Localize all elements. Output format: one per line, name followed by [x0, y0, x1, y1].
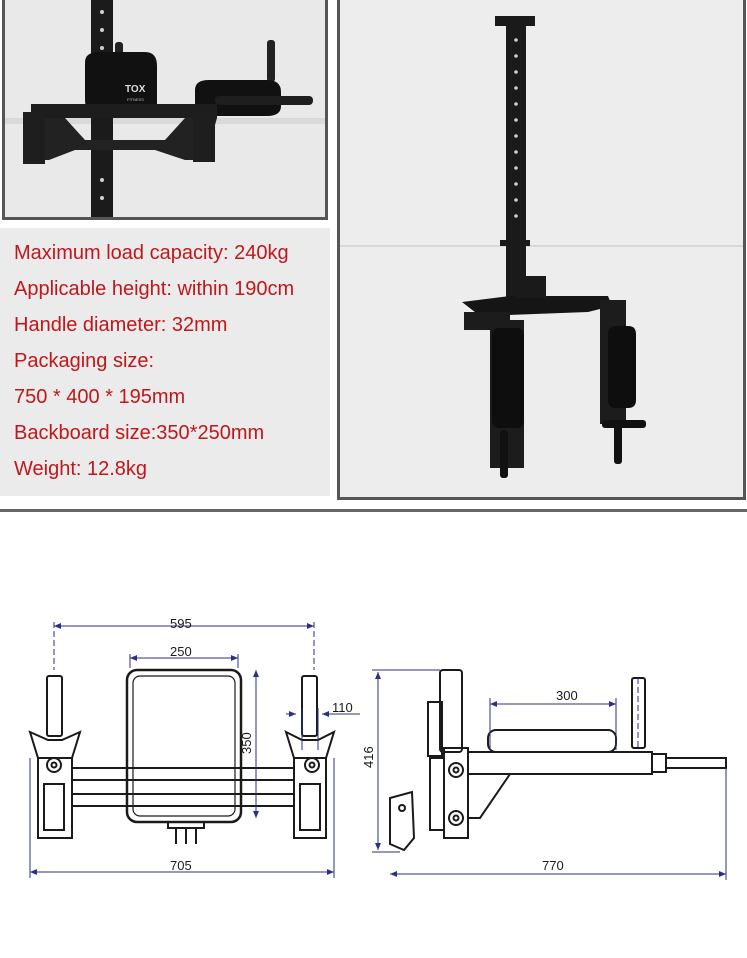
mounted-product-illustration: [340, 0, 743, 497]
dimension-drawings: 595 250 350 110 705: [28, 616, 727, 880]
spec-panel: Maximum load capacity: 240kg Applicable …: [0, 228, 330, 496]
closeup-illustration: TOX FITNESS: [5, 0, 325, 217]
spec-weight: Weight: 12.8kg: [14, 458, 148, 480]
spec-max-load: Maximum load capacity: 240kg: [14, 242, 289, 264]
dim-pad-length: 300: [556, 688, 578, 703]
dim-backboard-width: 250: [170, 644, 192, 659]
spec-applicable-height: Applicable height: within 190cm: [14, 278, 295, 300]
brand-sub: FITNESS: [127, 97, 144, 102]
dim-handle-offset: 110: [332, 700, 353, 715]
side-view-drawing: [389, 669, 727, 852]
front-view-drawing: [28, 668, 336, 844]
section-divider: [0, 509, 747, 512]
dim-side-depth: 770: [542, 858, 564, 873]
spec-packaging-label: Packaging size:: [14, 350, 155, 372]
brand-logo: TOX: [125, 84, 146, 95]
spec-backboard-size: Backboard size:350*250mm: [14, 422, 265, 444]
product-photo: [337, 0, 746, 500]
closeup-photo: TOX FITNESS: [2, 0, 328, 220]
spec-handle-diameter: Handle diameter: 32mm: [14, 314, 228, 336]
dim-side-height: 416: [361, 746, 376, 768]
dim-front-width-top: 595: [170, 616, 192, 631]
spec-packaging-value: 750 * 400 * 195mm: [14, 386, 186, 408]
dim-front-width-bottom: 705: [170, 858, 192, 873]
dim-backboard-height: 350: [239, 732, 254, 754]
